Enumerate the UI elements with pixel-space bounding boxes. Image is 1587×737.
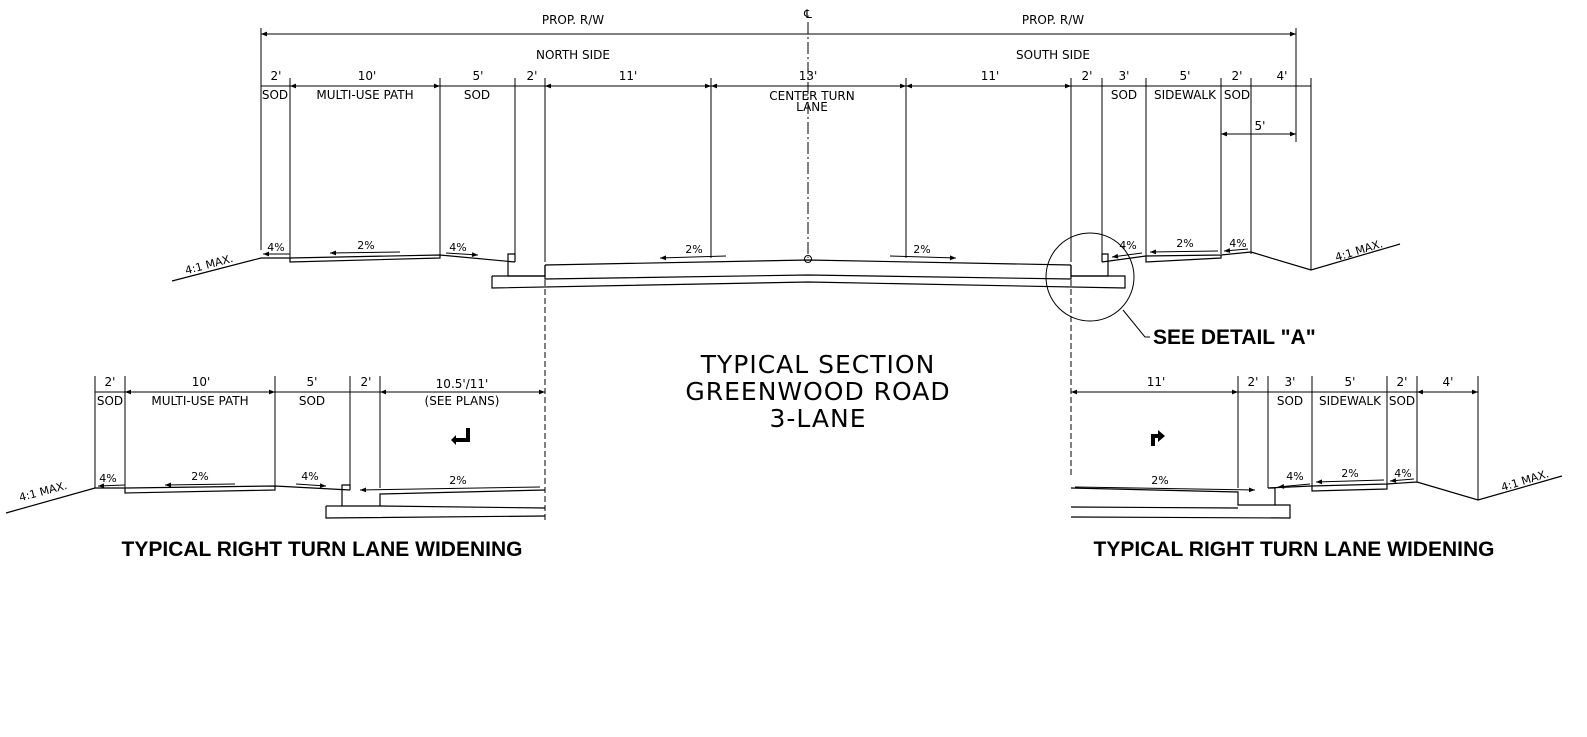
max-slope-north: 4:1 MAX. [184, 252, 235, 277]
svg-text:2%: 2% [913, 243, 930, 256]
dim-buffer-south: 4' [1277, 69, 1288, 83]
svg-text:4%: 4% [99, 472, 116, 485]
svg-text:SIDEWALK: SIDEWALK [1319, 394, 1382, 408]
svg-text:2': 2' [1248, 375, 1259, 389]
section-title: TYPICAL SECTION GREENWOOD ROAD 3-LANE [685, 350, 950, 433]
south-side-label: SOUTH SIDE [1016, 48, 1090, 62]
svg-text:SOD: SOD [464, 88, 490, 102]
right-widening-section: 11' 2' 3' 5' 2' 4' SOD SIDEWALK SOD 2% 4… [1070, 375, 1563, 561]
right-turn-arrow-icon [451, 428, 470, 445]
svg-text:3': 3' [1285, 375, 1296, 389]
svg-text:SOD: SOD [1277, 394, 1303, 408]
north-side-label: NORTH SIDE [536, 48, 610, 62]
dim-lane-south: 11' [981, 69, 1000, 83]
svg-text:2%: 2% [1151, 474, 1168, 487]
detail-a-circle [1045, 232, 1135, 322]
svg-text:5': 5' [1345, 375, 1356, 389]
svg-text:SIDEWALK: SIDEWALK [1154, 88, 1217, 102]
right-turn-arrow-icon [1151, 430, 1165, 446]
title-line-1: TYPICAL SECTION [700, 350, 936, 379]
svg-text:4%: 4% [301, 470, 318, 483]
main-section: ℄ PROP. R/W PROP. R/W NORTH SIDE SOUTH S… [171, 7, 1401, 520]
svg-text:4%: 4% [1229, 237, 1246, 250]
dim-path: 10' [358, 69, 377, 83]
svg-text:10': 10' [192, 375, 211, 389]
svg-text:4': 4' [1443, 375, 1454, 389]
svg-text:2%: 2% [357, 239, 374, 252]
centerline-symbol: ℄ [803, 7, 812, 21]
svg-text:10.5'/11': 10.5'/11' [436, 377, 489, 391]
svg-text:11': 11' [1147, 375, 1166, 389]
svg-text:2': 2' [1397, 375, 1408, 389]
max-slope-south: 4:1 MAX. [1334, 237, 1385, 264]
svg-text:SOD: SOD [97, 394, 123, 408]
dim-center-lane: 13' [799, 69, 818, 83]
right-widening-title: TYPICAL RIGHT TURN LANE WIDENING [1094, 538, 1495, 561]
svg-text:MULTI-USE PATH: MULTI-USE PATH [151, 394, 248, 408]
svg-text:(SEE PLANS): (SEE PLANS) [425, 394, 500, 408]
left-widening-section: 2' 10' 5' 2' 10.5'/11' SOD MULTI-USE PAT… [5, 375, 546, 561]
svg-text:4%: 4% [449, 241, 466, 254]
dim-sod-north-2: 5' [473, 69, 484, 83]
svg-text:2%: 2% [449, 474, 466, 487]
svg-text:4:1 MAX.: 4:1 MAX. [1500, 467, 1551, 494]
pavement-top [544, 259, 1072, 266]
svg-text:4%: 4% [1394, 467, 1411, 480]
prop-rw-right-label: PROP. R/W [1022, 13, 1084, 27]
dim-offset: 5' [1255, 119, 1266, 133]
svg-text:2': 2' [361, 375, 372, 389]
dim-lane-north: 11' [619, 69, 638, 83]
dim-sidewalk: 5' [1180, 69, 1191, 83]
svg-text:SOD: SOD [299, 394, 325, 408]
title-line-2: GREENWOOD ROAD [685, 377, 950, 406]
svg-text:MULTI-USE PATH: MULTI-USE PATH [316, 88, 413, 102]
svg-text:4:1 MAX.: 4:1 MAX. [18, 479, 69, 504]
dim-gutter-south: 2' [1082, 69, 1093, 83]
dim-sod-south-2: 2' [1232, 69, 1243, 83]
dim-gutter-north: 2' [527, 69, 538, 83]
prop-rw-left-label: PROP. R/W [542, 13, 604, 27]
title-line-3: 3-LANE [769, 404, 866, 433]
svg-text:LANE: LANE [796, 100, 828, 114]
svg-text:2%: 2% [1176, 237, 1193, 250]
dim-sod-north: 2' [271, 69, 282, 83]
svg-text:2%: 2% [191, 470, 208, 483]
dim-sod-south: 3' [1119, 69, 1130, 83]
svg-text:4%: 4% [1286, 470, 1303, 483]
svg-text:SOD: SOD [262, 88, 288, 102]
crown-point [804, 255, 812, 263]
svg-text:2%: 2% [685, 243, 702, 256]
svg-text:SOD: SOD [1389, 394, 1415, 408]
left-widening-title: TYPICAL RIGHT TURN LANE WIDENING [122, 538, 523, 561]
see-detail-a-label: SEE DETAIL "A" [1153, 326, 1316, 349]
svg-text:SOD: SOD [1224, 88, 1250, 102]
south-grading [1101, 243, 1401, 271]
svg-text:5': 5' [307, 375, 318, 389]
svg-text:2%: 2% [1341, 467, 1358, 480]
svg-text:SOD: SOD [1111, 88, 1137, 102]
svg-text:4%: 4% [267, 241, 284, 254]
svg-text:2': 2' [105, 375, 116, 389]
svg-text:CENTER TURN: CENTER TURN [769, 89, 854, 103]
svg-text:4%: 4% [1119, 239, 1136, 252]
